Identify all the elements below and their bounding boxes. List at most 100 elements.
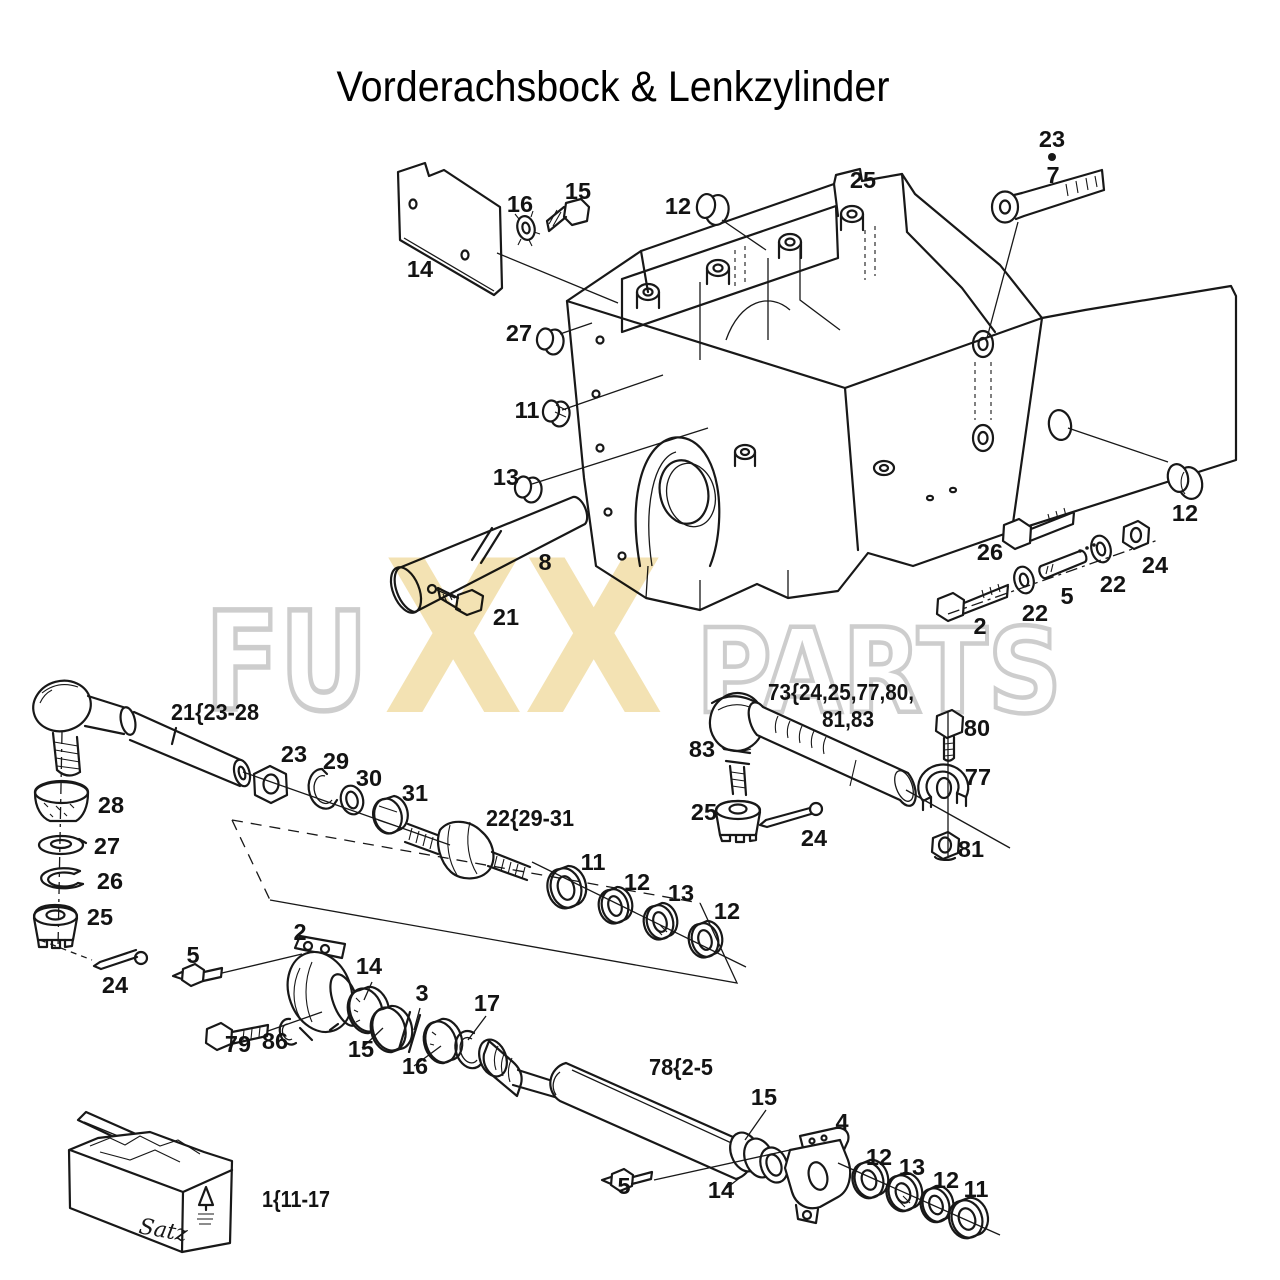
cover-plate <box>396 161 504 297</box>
part-label-22: 22 <box>1022 600 1048 626</box>
part-label-13: 13 <box>899 1154 925 1180</box>
washer-11-mid <box>546 864 588 910</box>
watermark-left: FU <box>205 584 368 742</box>
axle-housing-drawing <box>565 167 1238 612</box>
part-label-12: 12 <box>866 1144 892 1170</box>
part-label-13: 13 <box>493 464 519 490</box>
part-label-14: 14 <box>708 1177 734 1203</box>
part-label-83: 83 <box>689 736 715 762</box>
housing-bosses <box>635 204 896 477</box>
bolt-26 <box>1001 507 1076 551</box>
part-label-30: 30 <box>356 765 382 791</box>
plug-27 <box>535 327 565 356</box>
ref-dot <box>1048 153 1056 161</box>
parts-kit-box: Satz <box>67 1110 234 1254</box>
part-label-5: 5 <box>186 942 199 968</box>
snap-ring-17 <box>454 1030 483 1070</box>
snap-ring-29 <box>307 767 339 810</box>
part-label-12: 12 <box>624 869 650 895</box>
bolt-21 <box>436 586 485 617</box>
part-label-7: 7 <box>1046 162 1059 188</box>
castle-nut-25-right <box>714 799 762 844</box>
plug-12-top <box>695 192 730 227</box>
part-label-29: 29 <box>323 748 349 774</box>
spacer-3 <box>397 1010 422 1054</box>
part-label-81,83: 81,83 <box>822 706 874 732</box>
part-label-14: 14 <box>356 953 382 979</box>
clevis-4 <box>783 1126 852 1225</box>
part-label-12: 12 <box>714 898 740 924</box>
part-label-23: 23 <box>1039 126 1065 152</box>
page-title: Vorderachsbock & Lenkzylinder <box>337 63 890 111</box>
part-label-24: 24 <box>102 972 128 998</box>
part-label-22: 22 <box>1100 571 1126 597</box>
part-label-2: 2 <box>973 613 986 639</box>
part-label-25: 25 <box>850 167 876 193</box>
leader-lines <box>39 219 1169 1236</box>
part-label-17: 17 <box>474 990 500 1016</box>
star-washer <box>514 210 541 247</box>
part-label-81: 81 <box>958 836 984 862</box>
part-label-79: 79 <box>225 1031 251 1057</box>
bolt-80 <box>934 708 965 762</box>
part-label-5: 5 <box>1060 583 1073 609</box>
cover-plate-group <box>396 161 591 297</box>
bushing-31 <box>372 794 409 835</box>
part-label-23: 23 <box>281 741 307 767</box>
part-label-78{2-5: 78{2-5 <box>649 1054 713 1080</box>
part-label-11: 11 <box>581 849 606 875</box>
part-label-15: 15 <box>565 178 591 204</box>
part-label-31: 31 <box>402 780 428 806</box>
dust-cap-28 <box>33 779 90 823</box>
nut-24-right <box>1121 519 1151 551</box>
part-label-11: 11 <box>515 397 540 423</box>
bolt-15 <box>545 197 591 233</box>
bolt-5-left <box>171 962 224 988</box>
cotter-pin-24-left <box>92 948 149 971</box>
spring-washer-26 <box>40 867 85 890</box>
part-label-26: 26 <box>97 868 123 894</box>
part-label-12: 12 <box>1172 500 1198 526</box>
part-label-8: 8 <box>538 549 551 575</box>
washer-22b <box>1090 534 1112 564</box>
watermark-middle: XX <box>383 515 664 763</box>
part-label-25: 25 <box>87 904 113 930</box>
dashed-panel <box>231 819 739 984</box>
tie-rod-left <box>32 679 252 788</box>
part-label-21{23-28: 21{23-28 <box>171 699 259 725</box>
washer-22a <box>1013 565 1035 595</box>
part-label-24: 24 <box>1142 552 1168 578</box>
part-label-25: 25 <box>691 799 717 825</box>
pin-5-right <box>1038 549 1088 580</box>
nut-81 <box>930 830 961 862</box>
part-label-4: 4 <box>835 1109 848 1135</box>
part-label-16: 16 <box>507 191 533 217</box>
clamp-77 <box>917 763 970 812</box>
part-label-3: 3 <box>415 980 428 1006</box>
washer-13-mid <box>642 901 679 941</box>
part-label-28: 28 <box>98 792 124 818</box>
plug-13 <box>513 475 543 504</box>
bolt-2-right <box>935 583 1010 623</box>
part-label-16: 16 <box>402 1053 428 1079</box>
part-label-24: 24 <box>801 825 827 851</box>
part-label-2: 2 <box>293 919 306 945</box>
part-label-22{29-31: 22{29-31 <box>486 805 574 831</box>
grease-fitting-5 <box>600 1167 654 1193</box>
cotter-pin-24-right <box>758 801 824 829</box>
washer-27-left <box>37 834 88 856</box>
part-label-13: 13 <box>668 880 694 906</box>
part-label-27: 27 <box>94 833 120 859</box>
part-label-26: 26 <box>977 539 1003 565</box>
part-label-12: 12 <box>933 1167 959 1193</box>
bolt-7 <box>990 168 1106 224</box>
castle-nut-25-left <box>32 903 79 950</box>
ring-30 <box>339 784 365 816</box>
housing-arm-holes <box>971 329 995 453</box>
part-label-14: 14 <box>407 256 433 282</box>
part-label-11: 11 <box>964 1176 989 1202</box>
part-label-1{11-17: 1{11-17 <box>262 1186 330 1212</box>
